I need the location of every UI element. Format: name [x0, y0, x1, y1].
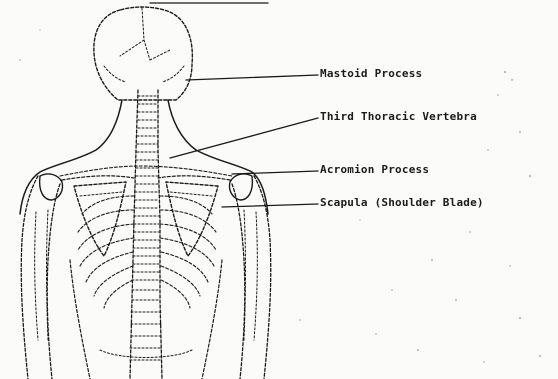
leader-line-thoracic — [170, 118, 318, 158]
head-outline — [94, 7, 193, 100]
left-arm — [21, 174, 62, 379]
spine — [130, 90, 162, 379]
leader-lines — [170, 75, 318, 207]
label-mastoid-process: Mastoid Process — [320, 67, 422, 80]
lower-back-outline — [70, 260, 222, 379]
leader-line-mastoid — [186, 75, 318, 80]
label-scapula: Scapula (Shoulder Blade) — [320, 196, 484, 209]
leader-line-acromion — [232, 171, 318, 174]
label-acromion-process: Acromion Process — [320, 163, 429, 176]
right-arm — [229, 174, 270, 379]
scapulae — [74, 182, 218, 256]
leader-line-scapula — [222, 204, 318, 207]
rib-cage — [78, 196, 216, 308]
label-third-thoracic-vertebra: Third Thoracic Vertebra — [320, 110, 477, 123]
